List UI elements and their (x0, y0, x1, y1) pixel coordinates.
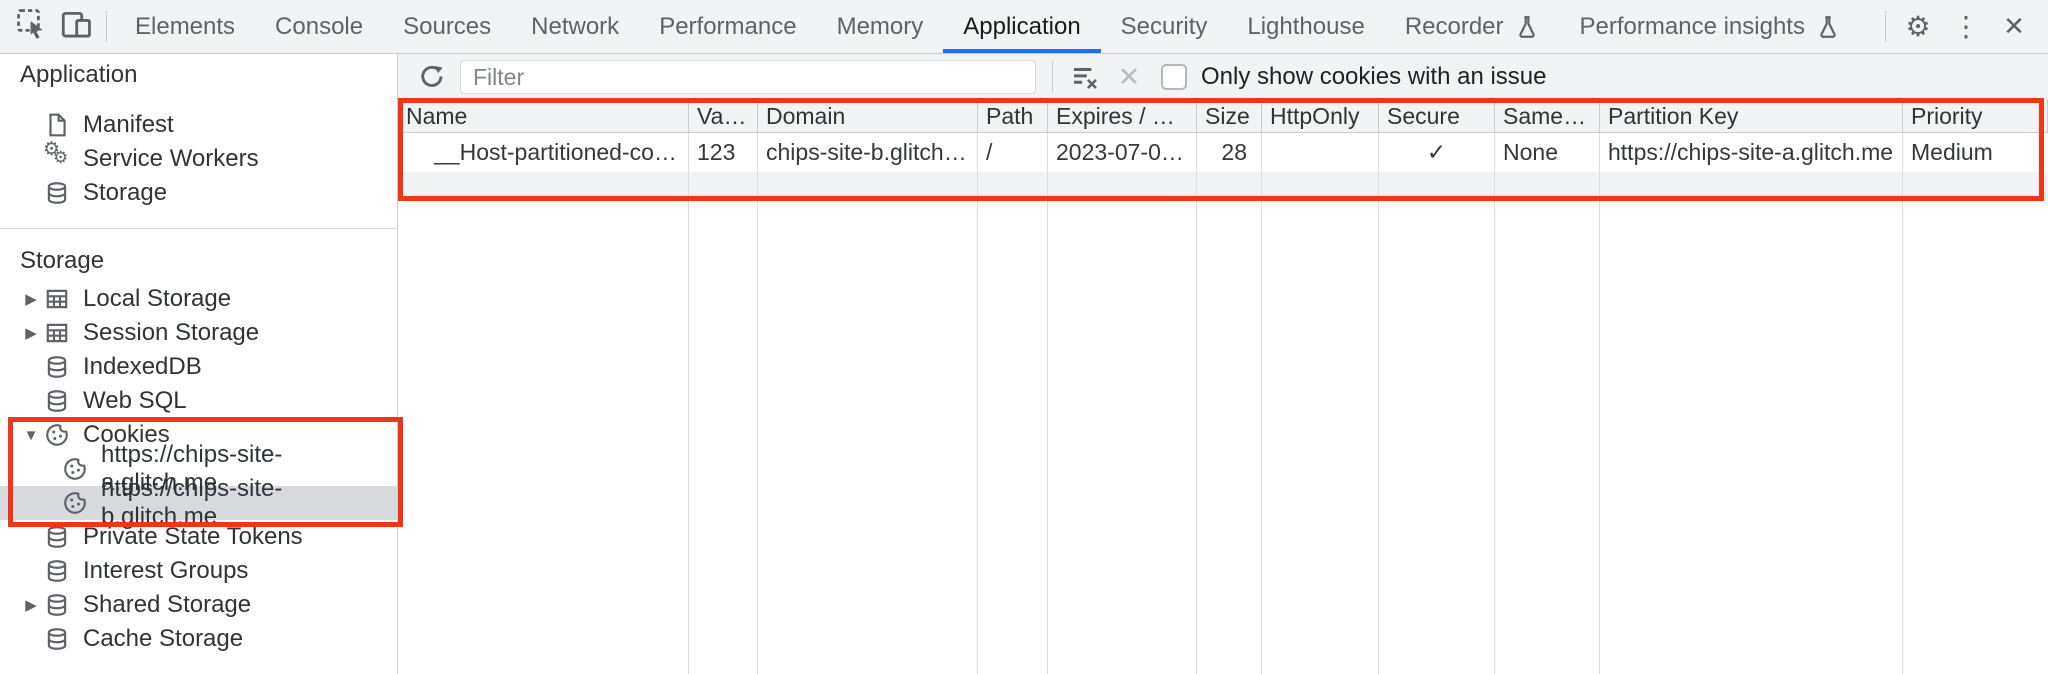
cookies-panel: ✕ Only show cookies with an issue Name V… (398, 54, 2048, 674)
close-devtools-icon[interactable]: ✕ (2003, 11, 2025, 41)
table-icon (44, 320, 70, 346)
filter-input[interactable] (460, 60, 1036, 94)
cell-value[interactable]: 123 (689, 133, 758, 172)
sidebar-section-divider (0, 228, 397, 229)
more-options-kebab-icon[interactable]: ⋮ (1952, 11, 1980, 42)
cell-domain[interactable]: chips-site-b.glitch.me (758, 133, 978, 172)
cell-priority[interactable]: Medium (1911, 139, 1993, 165)
document-icon (44, 112, 70, 138)
table-icon (44, 286, 70, 312)
cell-name[interactable]: __Host-partitioned-cookie (398, 133, 689, 172)
sidebar-item-storage[interactable]: Storage (0, 176, 397, 210)
settings-gear-icon[interactable]: ⚙ (1905, 11, 1931, 42)
cookies-table: Name Value Domain Path Expires / M… Size… (398, 100, 2048, 674)
devtools-body: Application Manifest ⚙⚙ Service Workers (0, 54, 2048, 674)
column-header-name[interactable]: Name (398, 100, 689, 132)
tab-recorder[interactable]: Recorder (1385, 0, 1560, 53)
column-header-secure[interactable]: Secure (1379, 100, 1495, 132)
database-icon (44, 388, 70, 414)
cell-path[interactable]: / (978, 133, 1048, 172)
collapsed-triangle-icon[interactable]: ▶ (25, 325, 37, 342)
sidebar-item-private-state-tokens[interactable]: Private State Tokens (0, 520, 397, 554)
collapsed-triangle-icon[interactable]: ▶ (25, 597, 37, 614)
sidebar-item-shared-storage[interactable]: ▶ Shared Storage (0, 588, 397, 622)
tab-memory[interactable]: Memory (836, 12, 924, 40)
sidebar-item-manifest[interactable]: Manifest (0, 108, 397, 142)
column-header-path[interactable]: Path (978, 100, 1048, 132)
database-icon (44, 180, 70, 206)
tab-elements[interactable]: Elements (135, 12, 236, 40)
inspect-cursor-icon (15, 7, 49, 46)
devtools-tabbar: Elements Console Sources Network Perform… (0, 0, 2048, 54)
cell-size[interactable]: 28 (1197, 133, 1262, 172)
database-icon (44, 558, 70, 584)
column-header-partition-key[interactable]: Partition Key (1600, 100, 1903, 132)
tab-sources[interactable]: Sources (403, 12, 492, 40)
toolbar-separator (1052, 61, 1053, 93)
database-icon (44, 524, 70, 550)
expanded-triangle-icon[interactable]: ▼ (23, 426, 39, 444)
column-header-value[interactable]: Value (689, 100, 758, 132)
sidebar-section-application: Application (20, 61, 138, 88)
tab-console[interactable]: Console (275, 12, 364, 40)
cell-httponly[interactable] (1262, 133, 1379, 172)
sidebar-item-cookies-chips-site-a[interactable]: https://chips-site-a.glitch.me (0, 441, 397, 496)
collapsed-triangle-icon[interactable]: ▶ (25, 291, 37, 308)
cell-expires[interactable]: 2023-07-07… (1048, 133, 1197, 172)
sidebar-section-storage: Storage (20, 247, 105, 274)
sidebar-item-interest-groups[interactable]: Interest Groups (0, 554, 397, 588)
cell-secure[interactable]: ✓ (1379, 133, 1495, 172)
empty-cookie-row[interactable] (398, 172, 2048, 200)
only-issue-checkbox[interactable] (1161, 64, 1187, 90)
sidebar-item-web-sql[interactable]: Web SQL (0, 384, 397, 418)
column-header-expires[interactable]: Expires / M… (1048, 100, 1197, 132)
tab-performance[interactable]: Performance (659, 12, 797, 40)
application-sidebar: Application Manifest ⚙⚙ Service Workers (0, 54, 398, 674)
device-toolbar-button[interactable] (54, 0, 98, 53)
sidebar-item-local-storage[interactable]: ▶ Local Storage (0, 282, 397, 316)
cookies-table-header: Name Value Domain Path Expires / M… Size… (398, 100, 2048, 133)
cookie-row[interactable]: __Host-partitioned-cookie 123 chips-site… (398, 133, 2048, 172)
column-header-httponly[interactable]: HttpOnly (1262, 100, 1379, 132)
tab-application[interactable]: Application (943, 0, 1100, 53)
tabbar-separator (106, 11, 107, 42)
database-icon (44, 354, 70, 380)
inspect-element-button[interactable] (10, 0, 54, 53)
column-header-size[interactable]: Size (1197, 100, 1262, 132)
sidebar-item-cookies[interactable]: ▼ Cookies (0, 418, 397, 452)
cookie-icon (62, 456, 88, 482)
sidebar-item-indexeddb[interactable]: IndexedDB (0, 350, 397, 384)
table-filler-area (398, 200, 2048, 674)
experiment-flask-icon (1815, 14, 1841, 40)
column-header-domain[interactable]: Domain (758, 100, 978, 132)
tab-lighthouse[interactable]: Lighthouse (1247, 12, 1365, 40)
sidebar-item-cache-storage[interactable]: Cache Storage (0, 622, 397, 656)
tab-security[interactable]: Security (1120, 12, 1208, 40)
cell-partition-key[interactable]: https://chips-site-a.glitch.me (1600, 133, 1903, 172)
cookie-icon (44, 422, 70, 448)
cookies-toolbar: ✕ Only show cookies with an issue (398, 54, 2048, 100)
cookie-icon (62, 490, 88, 516)
sidebar-item-session-storage[interactable]: ▶ Session Storage (0, 316, 397, 350)
sidebar-item-cookies-chips-site-b[interactable]: https://chips-site-b.glitch.me (0, 475, 397, 530)
database-icon (44, 592, 70, 618)
refresh-icon[interactable] (410, 55, 454, 99)
column-header-priority[interactable]: Priority (1903, 100, 2048, 132)
column-header-samesite[interactable]: SameSite (1495, 100, 1600, 132)
tabbar-right-controls: ⚙ ⋮ ✕ (1877, 0, 2048, 53)
tab-network[interactable]: Network (531, 12, 620, 40)
database-icon (44, 626, 70, 652)
experiment-flask-icon (1514, 14, 1540, 40)
cell-samesite[interactable]: None (1495, 133, 1600, 172)
device-toolbar-icon (59, 7, 93, 46)
delete-icon[interactable]: ✕ (1117, 61, 1141, 92)
tabbar-separator (1885, 11, 1886, 42)
tab-performance-insights[interactable]: Performance insights (1560, 0, 1861, 53)
clear-filter-icon[interactable] (1063, 55, 1107, 99)
service-workers-icon: ⚙⚙ (43, 139, 69, 167)
sidebar-item-service-workers[interactable]: ⚙⚙ Service Workers (43, 139, 259, 172)
only-issue-label: Only show cookies with an issue (1201, 63, 1547, 90)
